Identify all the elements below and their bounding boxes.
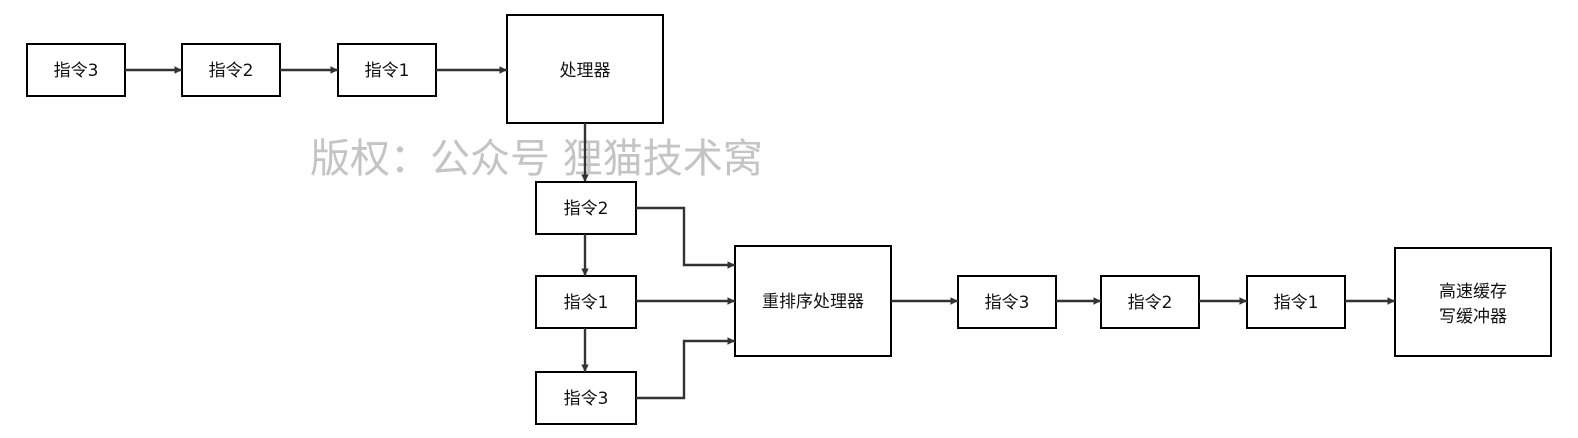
write-buffer-label: 写缓冲器	[1439, 307, 1507, 327]
column-instr1-label: 指令1	[564, 293, 609, 313]
bottom-instr1-label: 指令1	[1274, 293, 1319, 313]
column-instr1-box: 指令1	[535, 275, 637, 329]
top-instr3-box: 指令3	[26, 43, 126, 97]
reorder-processor-box: 重排序处理器	[734, 245, 892, 357]
reorder-processor-label: 重排序处理器	[762, 292, 864, 312]
column-instr3-box: 指令3	[535, 371, 637, 425]
bottom-instr1-box: 指令1	[1246, 275, 1346, 329]
watermark-text: 版权：公众号 狸猫技术窝	[310, 136, 763, 182]
cache-write-buffer-box: 高速缓存 写缓冲器	[1394, 247, 1552, 357]
bottom-instr3-box: 指令3	[957, 275, 1057, 329]
top-instr2-box: 指令2	[181, 43, 281, 97]
column-instr2-box: 指令2	[535, 181, 637, 235]
bottom-instr2-label: 指令2	[1128, 293, 1173, 313]
top-instr3-label: 指令3	[54, 61, 99, 81]
bottom-instr3-label: 指令3	[985, 293, 1030, 313]
arrow-column-instr2-to-reorder	[636, 206, 735, 269]
column-instr2-label: 指令2	[564, 199, 609, 219]
cache-label: 高速缓存	[1439, 282, 1507, 302]
top-instr1-label: 指令1	[365, 61, 410, 81]
processor-label: 处理器	[560, 61, 611, 81]
top-instr2-label: 指令2	[209, 61, 254, 81]
arrow-column-instr3-to-reorder	[636, 337, 735, 400]
column-instr3-label: 指令3	[564, 389, 609, 409]
bottom-instr2-box: 指令2	[1100, 275, 1200, 329]
top-instr1-box: 指令1	[337, 43, 437, 97]
processor-box: 处理器	[506, 14, 664, 124]
